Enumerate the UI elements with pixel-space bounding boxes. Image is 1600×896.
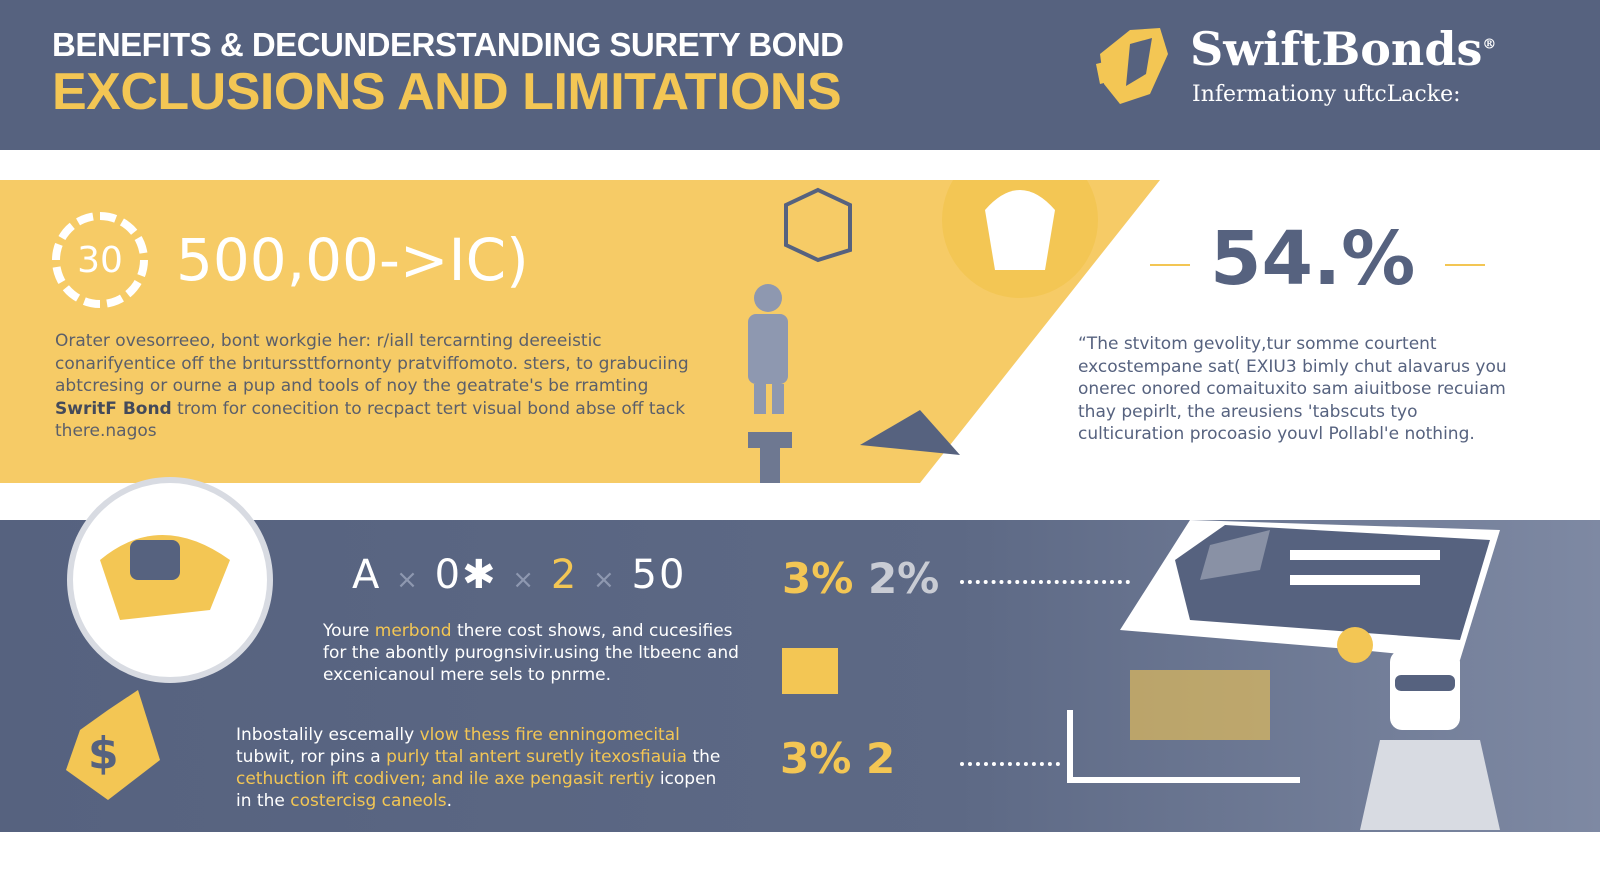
laptop-person-illustration [1067, 520, 1500, 830]
eq-term: 2 [550, 552, 579, 598]
coin-illustration [66, 477, 273, 800]
exclusions-paragraph: Inbostalily escemally vlow thess fire en… [236, 724, 736, 812]
quote-text: “The stvitom gevolity,tur somme courtent… [1078, 334, 1507, 444]
dotted-connector [960, 580, 1130, 584]
dotted-connector [960, 762, 1060, 766]
hardhat-icon [985, 190, 1055, 270]
percent-stat: 54.% [1210, 216, 1416, 302]
stat-value: 3% [782, 554, 854, 603]
divider-left [1150, 264, 1190, 266]
swiftbonds-logo-icon [1096, 28, 1168, 104]
title-line-1: BENEFITS & DECUNDERSTANDING SURETY BOND [52, 26, 844, 63]
equation: A × 0✱ × 2 × 50 [352, 552, 686, 598]
text: icopen in the [236, 769, 717, 811]
divider-right [1445, 264, 1485, 266]
highlight: cethuction ift codiven; and ile axe peng… [236, 769, 655, 789]
shield-badge-icon [784, 187, 852, 263]
registered-mark: ® [1482, 36, 1497, 53]
eq-term: 50 [631, 552, 687, 598]
highlight: vlow thess fire enningomecital [419, 725, 680, 745]
highlight: purly ttal antert suretly itexosfiauia [386, 747, 688, 767]
highlight: merbond [374, 621, 452, 641]
eq-term: A [352, 552, 382, 598]
brand-name: SwiftBonds® [1190, 22, 1496, 76]
eq-times: × [396, 565, 420, 595]
eq-term: 0✱ [434, 552, 498, 598]
yellow-band [0, 180, 1160, 483]
cost-paragraph: Youre merbond there cost shows, and cuce… [323, 620, 743, 686]
stat-row-1: 3% 2% [782, 554, 939, 603]
text: there cost shows, and cucesifies for the… [323, 621, 739, 685]
intro-text: Orater ovesorreeo, bont workgie her: r/i… [55, 331, 689, 396]
eq-times: × [592, 565, 617, 595]
intro-paragraph: Orater ovesorreeo, bont workgie her: r/i… [55, 330, 695, 443]
title-line-2: EXCLUSIONS AND LIMITATIONS [52, 63, 842, 121]
dollar-icon: $ [88, 728, 119, 779]
text: the [687, 747, 721, 767]
intro-brand-highlight: SwritF Bond [55, 398, 172, 419]
highlight: costercisg caneols [290, 791, 447, 811]
bars-icon [782, 648, 838, 694]
stat-value: 2 [865, 734, 896, 783]
brand-tagline: Infermationy uftcLacke: [1192, 82, 1461, 107]
worker-illustration [748, 284, 792, 483]
stat-row-2: 3% 2 [780, 734, 895, 783]
text: Inbostalily escemally [236, 725, 420, 745]
intro-text-end: trom for conecition to recpact tert visu… [55, 398, 686, 442]
text: tubwit, ror pins a [236, 747, 387, 767]
brand-text: SwiftBonds [1190, 22, 1483, 76]
stat-value: 3% [780, 734, 852, 783]
eq-times: × [512, 565, 537, 595]
stat-value: 2% [867, 554, 940, 603]
text: . [446, 791, 453, 811]
header-banner: BENEFITS & DECUNDERSTANDING SURETY BOND … [0, 0, 1600, 150]
30-badge: 30 [52, 212, 148, 308]
big-stat: 500,00->IC) [176, 226, 529, 294]
paper-plane-icon [860, 410, 960, 455]
text: Youre [323, 621, 375, 641]
